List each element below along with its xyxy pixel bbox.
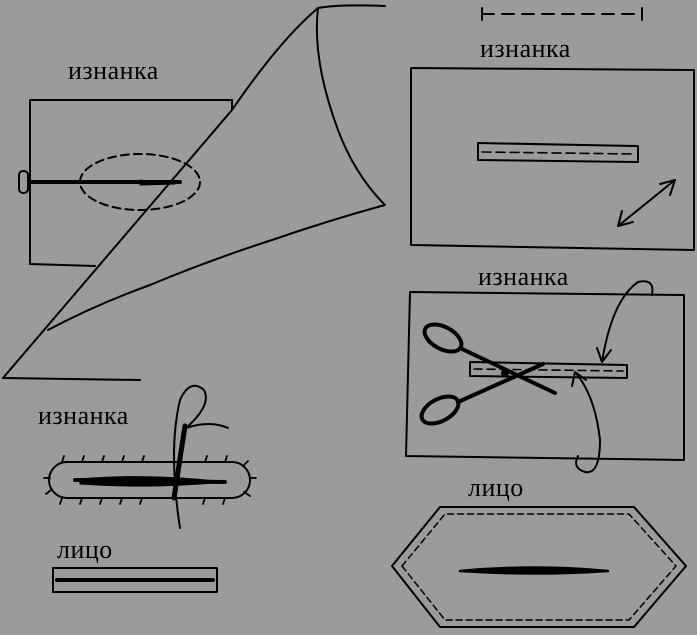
scissors-ring-top-icon — [422, 322, 464, 354]
fig1-fabric-fold — [2, 4, 386, 381]
fig2-slit-box — [477, 142, 639, 163]
fig3-slit-dashes — [473, 368, 624, 372]
fig2-grain-arrowhead-bottom — [617, 210, 634, 227]
fig1-slit-taper — [139, 179, 176, 186]
fig3-arrow-upper — [601, 280, 654, 363]
fig2-marking — [410, 7, 695, 251]
fig4-wrong-side-label: изнанка — [38, 401, 129, 430]
fig5-right-side-label: лицо — [468, 473, 524, 502]
fig4-thread-loop — [173, 384, 229, 529]
fig4-slit-taper — [79, 476, 226, 487]
fig4-finished-strip — [52, 567, 218, 593]
fig4-overcast — [43, 384, 257, 593]
fig5-slit — [458, 566, 610, 575]
fig3-arrow-upper-head — [596, 347, 612, 363]
fig3-arrow-lower-head — [571, 371, 587, 387]
fig2-grain-arrowhead-top — [659, 179, 676, 196]
fig5-hexagon-outer — [391, 506, 687, 628]
fig1-fabric-outline — [29, 99, 233, 267]
fig3-slit-box — [469, 361, 628, 379]
fig1-flap-curl — [317, 4, 386, 9]
scissors-pivot-icon — [501, 369, 509, 377]
fig1-bottom-edge — [2, 377, 141, 381]
fig1-pin-head — [18, 170, 29, 194]
fig3-cutting — [405, 280, 685, 474]
fig5-hexagon-inner-dashed — [401, 513, 677, 621]
fig3-arrow-lower — [574, 371, 601, 474]
scissors-blade-lower-icon — [456, 362, 545, 404]
fig4-needle — [171, 423, 188, 501]
fig3-wrong-side-label: изнанка — [478, 262, 569, 291]
fig4-right-side-label: лицо — [57, 535, 113, 564]
fig2-fabric-rect — [410, 67, 695, 251]
fig3-fabric-rect — [405, 291, 685, 461]
fig2-grain-arrow — [617, 179, 676, 227]
fig1-wrong-side-label: изнанка — [68, 56, 159, 85]
scissors-ring-bottom-icon — [419, 394, 461, 426]
fig2-slit-dashes — [481, 151, 635, 155]
fig4-stitch-ticks — [43, 455, 257, 505]
fig5-facing — [391, 506, 687, 628]
fig2-wrong-side-label: изнанка — [480, 34, 571, 63]
fig1-folded-flap — [2, 7, 386, 379]
fig4-overcast-outline — [48, 461, 251, 499]
